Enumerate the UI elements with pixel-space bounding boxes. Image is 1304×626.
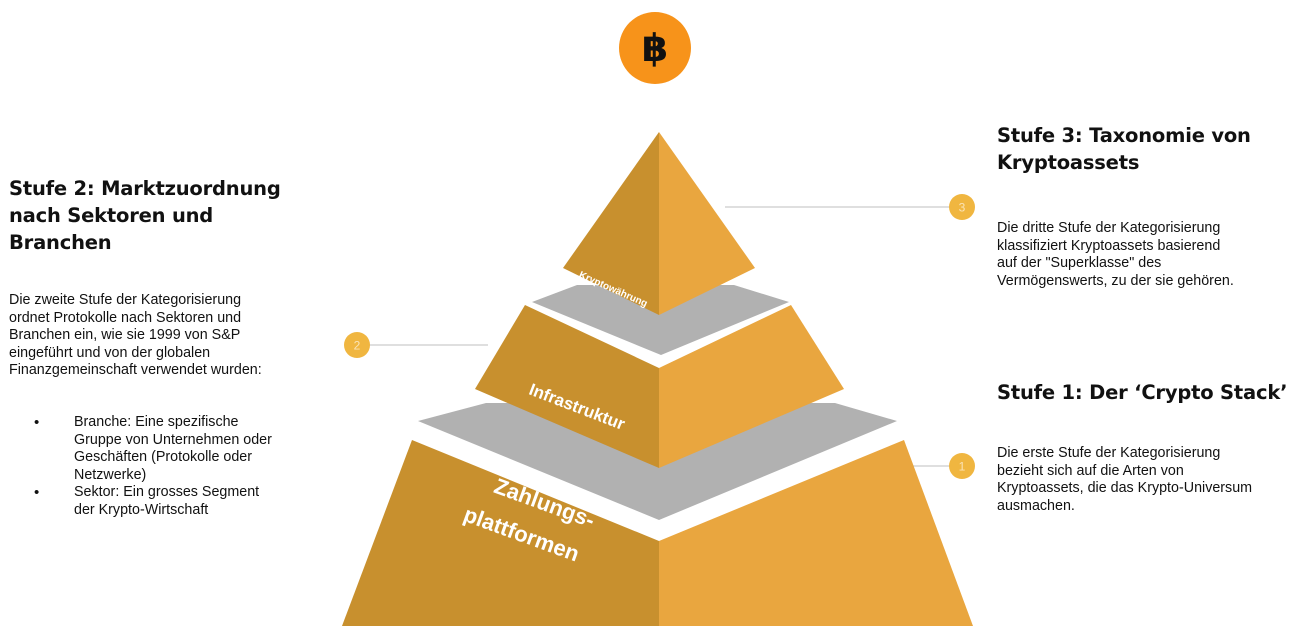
stufe3-heading: Stufe 3: Taxonomie von Kryptoassets: [997, 122, 1297, 176]
layer-infrastruktur: [475, 305, 844, 468]
stufe1-body-line: Die erste Stufe der Kategorisierung: [997, 445, 1221, 461]
stufe2-body-line: eingeführt und von der globalen: [9, 344, 211, 361]
bullet-branche: Branche: Eine spezifische Gruppe von Unt…: [26, 414, 336, 484]
marker-1-number: 1: [959, 460, 966, 474]
stufe3-heading-line: Stufe 3: Taxonomie von: [997, 124, 1251, 147]
stufe1-heading: Stufe 1: Der ‘Crypto Stack’: [997, 381, 1288, 404]
bullet-sektor: Sektor: Ein grosses Segment der Krypto-W…: [26, 484, 336, 519]
bullet-line: der Krypto-Wirtschaft: [74, 501, 209, 518]
layer-middle-left-face: [475, 305, 659, 468]
marker-3: 3: [949, 194, 975, 220]
stufe2-heading: Stufe 2: Marktzuordnung nach Sektoren un…: [9, 175, 339, 256]
marker-3-circle: [949, 194, 975, 220]
stufe3-body-line: auf der "Superklasse" des: [997, 255, 1162, 271]
stufe2-body-line: Die zweite Stufe der Kategorisierung: [9, 292, 242, 308]
stufe3-body: Die dritte Stufe der Kategorisierung kla…: [997, 220, 1297, 290]
layer-top-right-face: [659, 132, 755, 315]
bitcoin-icon: [619, 12, 691, 84]
gap-band-upper: [532, 285, 789, 355]
layer-middle-right-face: [659, 305, 844, 468]
bitcoin-glyph: ฿: [642, 26, 668, 70]
bullet-line: Gruppe von Unternehmen oder: [74, 431, 272, 448]
stufe1-body-line: ausmachen.: [997, 497, 1075, 514]
stufe2-bullet-list: Branche: Eine spezifische Gruppe von Unt…: [26, 414, 336, 519]
stufe2-heading-line: Branchen: [9, 231, 112, 254]
stufe1-body: Die erste Stufe der Kategorisierung bezi…: [997, 445, 1302, 515]
stufe2-heading-line: nach Sektoren und: [9, 204, 214, 227]
marker-1: 1: [949, 453, 975, 479]
stufe2-body: Die zweite Stufe der Kategorisierung ord…: [9, 292, 339, 380]
stufe2-heading-line: Stufe 2: Marktzuordnung: [9, 177, 281, 200]
bullet-line: Branche: Eine spezifische: [74, 414, 239, 430]
marker-1-circle: [949, 453, 975, 479]
stufe2-body-line: ordnet Protokolle nach Sektoren und: [9, 309, 242, 326]
bullet-line: Sektor: Ein grosses Segment: [74, 484, 260, 500]
bullet-line: Netzwerke): [74, 466, 147, 483]
stufe2-body-line: Branchen ein, wie sie 1999 von S&P: [9, 327, 241, 343]
bitcoin-logo: ฿: [619, 12, 691, 84]
stufe3-body-line: Vermögenswerts, zu der sie gehören.: [997, 272, 1234, 289]
layer-kryptowaehrung: [563, 132, 755, 315]
stufe3-body-line: Die dritte Stufe der Kategorisierung: [997, 220, 1221, 236]
marker-2: 2: [344, 332, 370, 358]
stufe1-body-line: bezieht sich auf die Arten von: [997, 462, 1184, 479]
layer-top-left-face: [563, 132, 659, 315]
stufe2-body-line: Finanzgemeinschaft verwendet wurden:: [9, 362, 262, 378]
bullet-line: Geschäften (Protokolle oder: [74, 449, 253, 465]
marker-2-number: 2: [354, 339, 361, 353]
marker-3-number: 3: [959, 201, 966, 215]
layer-bottom-right-face: [659, 440, 973, 626]
marker-2-circle: [344, 332, 370, 358]
stufe1-body-line: Kryptoassets, die das Krypto-Universum: [997, 480, 1253, 496]
layer-bottom-left-face: [342, 440, 659, 626]
stufe3-heading-line: Kryptoassets: [997, 151, 1140, 174]
layer-zahlungsplattformen: [342, 440, 973, 626]
stufe3-body-line: klassifiziert Kryptoassets basierend: [997, 237, 1221, 254]
